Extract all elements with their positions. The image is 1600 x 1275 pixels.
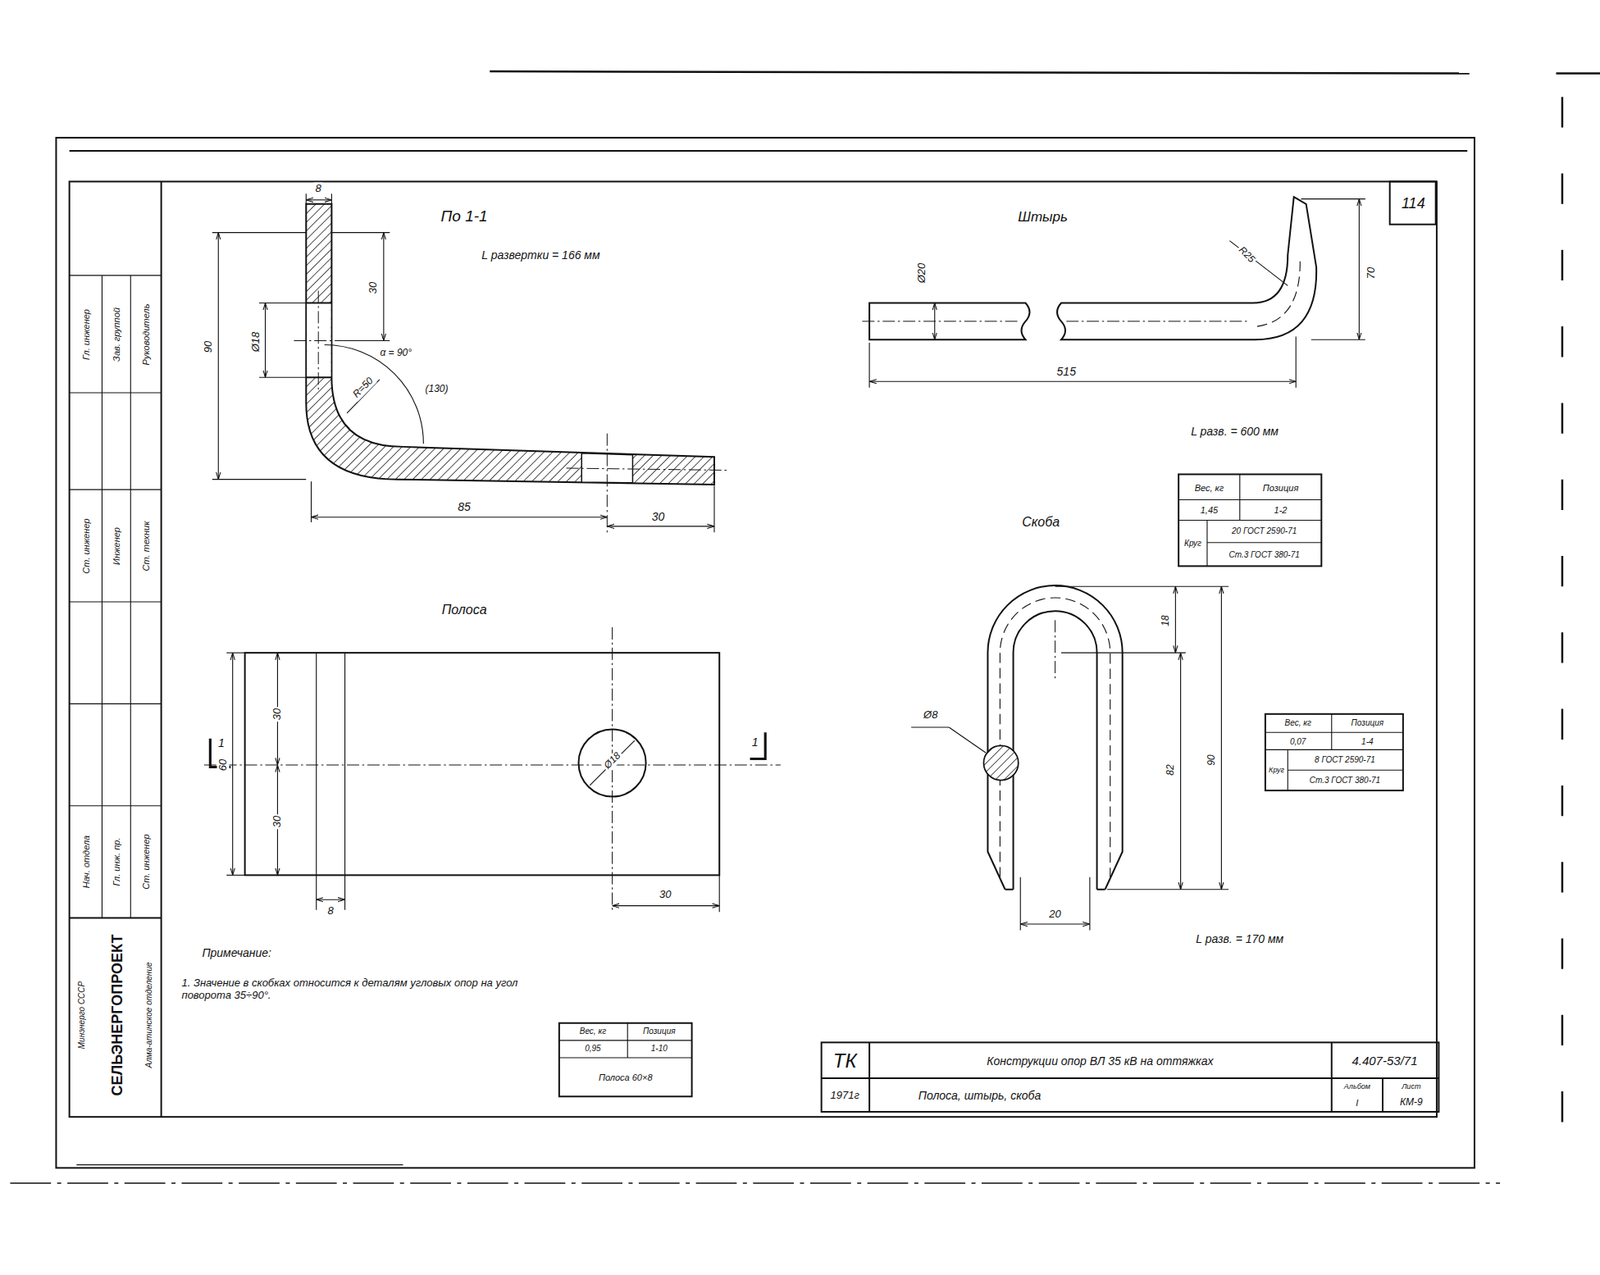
stamp-text: 1971г <box>829 1089 862 1103</box>
dimension-label: Ø18 <box>250 330 263 355</box>
note-text: Примечание: <box>200 946 274 960</box>
dimension-label: 82 <box>1166 763 1178 778</box>
dimension-label: 85 <box>455 500 473 514</box>
stamp-text: Гл. инженер <box>80 307 92 362</box>
table-cell: 1-10 <box>649 1043 670 1054</box>
sheet-border <box>9 71 1600 1184</box>
table-cell: 0,07 <box>1288 737 1308 748</box>
stamp-text: 114 <box>1399 194 1427 212</box>
stamp-text: Гл. инж. пр. <box>111 836 123 889</box>
stamp-text: 4.407-53/71 <box>1349 1053 1419 1068</box>
stamp-text: Ст. инженер <box>141 833 152 892</box>
weight-table <box>1178 474 1322 566</box>
dimension-label: 30 <box>367 280 380 296</box>
weight-table <box>559 1023 693 1098</box>
dimension-label: α = 90° <box>378 347 414 360</box>
table-cell: Позиция <box>1349 718 1386 729</box>
stamp-text: Зав. группой <box>111 305 123 364</box>
plate-drawing <box>204 627 781 913</box>
stamp-text: Альбом <box>1342 1082 1373 1091</box>
stamp-text: Алма-атинское отделение <box>144 961 155 1071</box>
dimension-label: 90 <box>1206 752 1218 767</box>
view-title: L разв. = 170 мм <box>1194 932 1286 946</box>
stamp-text: ТК <box>831 1049 859 1073</box>
bracket-section <box>212 193 727 533</box>
table-cell: 0,95 <box>583 1043 602 1054</box>
stamp-text: Инженер <box>111 525 123 567</box>
dimension-label: (130) <box>423 383 451 396</box>
dimension-label: 515 <box>1055 364 1078 379</box>
dimension-label: 30 <box>650 510 667 524</box>
stamp-text: Минэнерго СССР <box>77 980 87 1051</box>
dimension-label: 1 <box>216 736 227 750</box>
view-title: Полоса <box>440 602 489 618</box>
note-text: 1. Значение в скобках относится к деталя… <box>179 977 551 1003</box>
stamp-text: I <box>1353 1098 1360 1109</box>
dimension-label: 20 <box>1047 907 1063 921</box>
stamp-text: Лист <box>1399 1082 1423 1091</box>
dimension-label: 70 <box>1365 265 1378 281</box>
dimension-label: Ø18 <box>600 749 625 774</box>
view-title: Штырь <box>1016 209 1070 226</box>
dimension-label: R25 <box>1235 243 1259 267</box>
stamp-text: Ст. инженер <box>80 516 92 575</box>
view-title: По 1-1 <box>439 207 490 226</box>
table-cell: 1,45 <box>1198 505 1220 516</box>
dimension-label: Ø20 <box>915 261 928 286</box>
stamp-strip <box>69 181 162 1117</box>
table-cell: Вес, кг <box>1193 482 1227 493</box>
table-cell: 20 ГОСТ 2590-71 <box>1230 527 1299 538</box>
stamp-text: Конструкции опор ВЛ 35 кВ на оттяжках <box>984 1054 1215 1068</box>
view-title: L развертки = 166 мм <box>479 248 602 262</box>
table-cell: Полоса 60×8 <box>597 1072 655 1084</box>
weight-table <box>1265 714 1404 791</box>
view-title: L разв. = 600 мм <box>1189 424 1281 438</box>
dimension-label: 60 <box>217 757 230 773</box>
stamp-text: КМ-9 <box>1398 1097 1425 1109</box>
table-cell: 1-2 <box>1272 505 1290 516</box>
dimension-label: 8 <box>326 905 336 918</box>
stamp-text: Руководитель <box>141 302 152 368</box>
pin-drawing <box>861 196 1365 388</box>
table-cell: Круг <box>1267 765 1286 775</box>
table-cell: Позиция <box>1261 482 1300 493</box>
stamp-text: Ст. техник <box>141 519 152 573</box>
stamp-text: СЕЛЬЭНЕРГОПРОЕКТ <box>109 933 127 1099</box>
table-cell: 1-4 <box>1359 737 1375 748</box>
dimension-label: 8 <box>314 182 324 196</box>
table-cell: Позиция <box>641 1026 678 1037</box>
stamp-text: Нач. отдела <box>80 834 92 890</box>
dimension-label: Ø8 <box>921 709 940 722</box>
table-cell: Ст.3 ГОСТ 380-71 <box>1308 775 1382 786</box>
table-cell: Ст.3 ГОСТ 380-71 <box>1226 550 1301 561</box>
dimension-label: 18 <box>1160 613 1172 628</box>
staple-drawing <box>911 585 1229 930</box>
table-cell: Круг <box>1182 538 1204 549</box>
dimension-label: R=50 <box>349 373 377 402</box>
table-cell: 8 ГОСТ 2590-71 <box>1312 755 1377 766</box>
table-cell: Вес, кг <box>1283 718 1313 729</box>
dimension-label: 30 <box>657 888 673 902</box>
dimension-label: 1 <box>750 735 761 749</box>
table-cell: Вес, кг <box>578 1026 608 1037</box>
dimension-label: 90 <box>201 339 215 355</box>
stamp-text: Полоса, штырь, скоба <box>916 1089 1043 1103</box>
dimension-label: 30 <box>271 706 284 722</box>
dimension-label: 30 <box>271 813 284 829</box>
title-block <box>821 1042 1440 1113</box>
view-title: Скоба <box>1020 515 1062 530</box>
